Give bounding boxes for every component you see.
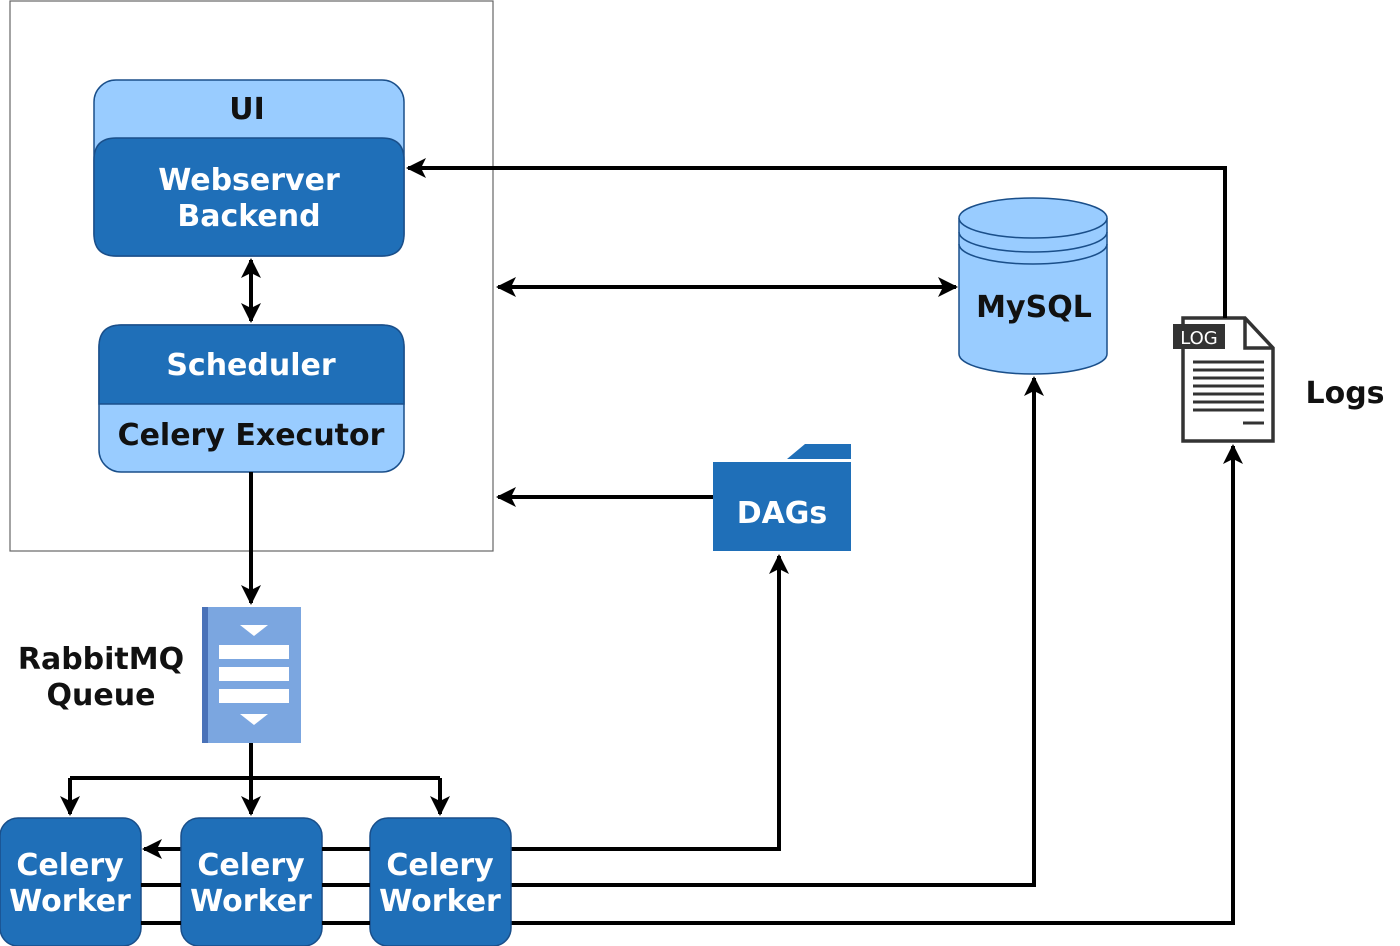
dags-label: DAGs (737, 496, 828, 531)
queue-slot-1 (219, 645, 289, 659)
dags-folder-icon: DAGs (713, 444, 851, 551)
log-file-icon: LOG (1173, 316, 1275, 443)
worker-label-line-1: Celery (386, 848, 494, 883)
scheduler-panel (98, 324, 405, 405)
mysql-database: MySQL (958, 197, 1108, 375)
mysql-cylinder-top (958, 197, 1108, 239)
mysql-label: MySQL (976, 290, 1092, 325)
worker-label-line-1: Celery (197, 848, 305, 883)
scheduler-label: Scheduler (166, 348, 336, 383)
webserver-panel (93, 137, 405, 257)
log-document-fold (1243, 318, 1273, 350)
log-badge-text: LOG (1180, 328, 1218, 349)
queue-edge (202, 607, 208, 743)
mysql-ring-2 (958, 243, 1108, 265)
queue-label: Queue (47, 678, 156, 713)
queue-slot-2 (219, 667, 289, 681)
scheduler-block: Scheduler Celery Executor (98, 324, 405, 473)
worker-label-line-2: Worker (9, 884, 131, 919)
logs-webserver-arrow (406, 158, 1227, 318)
logs-label: Logs (1305, 376, 1384, 411)
worker-label-line-2: Worker (190, 884, 312, 919)
mysql-ring-1 (958, 231, 1108, 253)
dags-folder-tab (787, 444, 851, 459)
executor-label: Celery Executor (118, 418, 385, 453)
webserver-block: UI Webserver Backend (93, 79, 405, 257)
worker-label-line-1: Celery (16, 848, 124, 883)
webserver-label: Webserver (158, 163, 340, 198)
log-badge (1173, 324, 1225, 349)
log-text-lines (1193, 360, 1264, 425)
celery-worker-1: Celery Worker (0, 817, 142, 946)
dags-folder-body (713, 462, 851, 551)
celery-worker-3: Celery Worker (369, 817, 512, 946)
celery-worker-2: Celery Worker (180, 817, 323, 946)
queue-slot-3 (219, 689, 289, 703)
worker-label-line-2: Worker (379, 884, 501, 919)
backend-label: Backend (177, 199, 320, 234)
mysql-cylinder-body (958, 218, 1108, 375)
ui-label: UI (229, 92, 265, 127)
rabbitmq-label: RabbitMQ (18, 642, 184, 677)
queue-icon (202, 607, 301, 743)
